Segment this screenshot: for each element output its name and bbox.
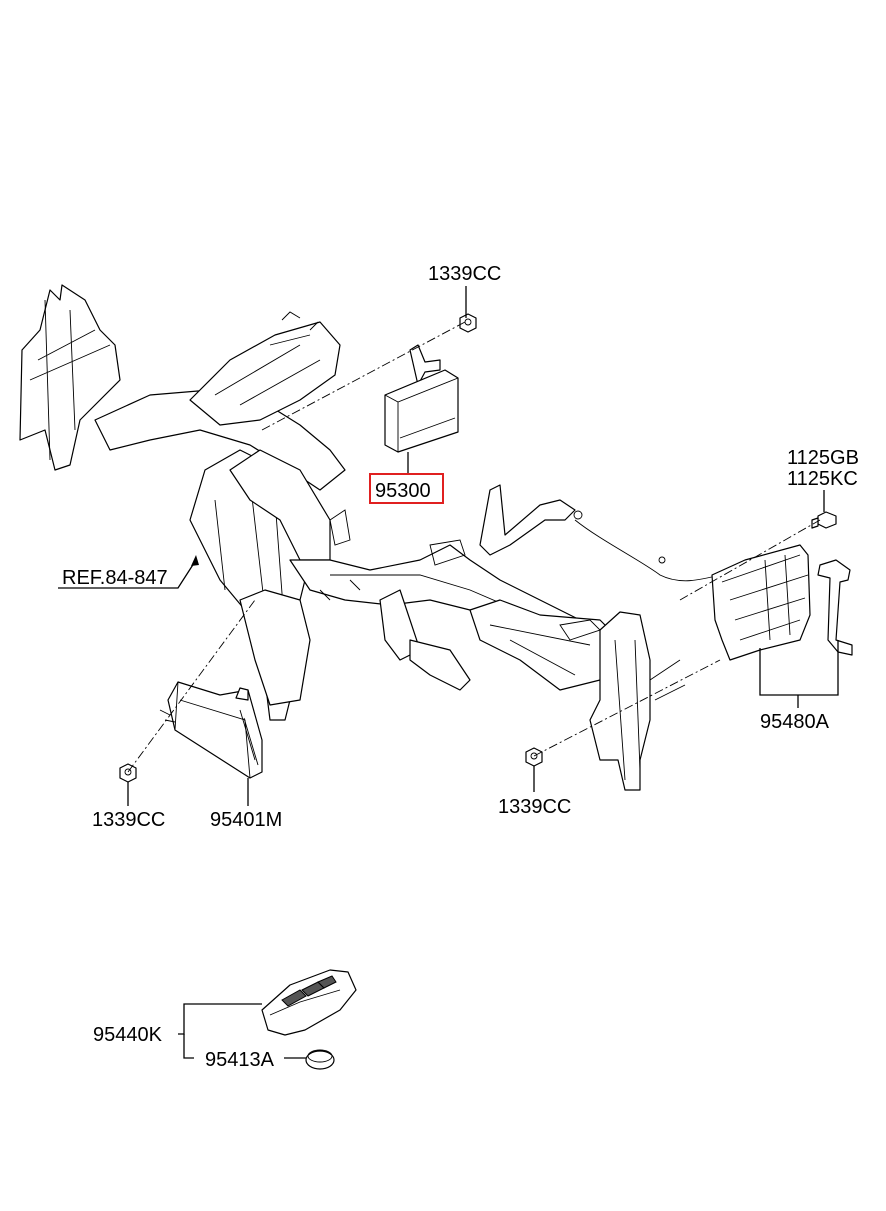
label-battery[interactable]: 95413A — [205, 1049, 275, 1071]
module-95480A — [711, 544, 853, 661]
nut-top — [459, 313, 477, 333]
highlight-box — [369, 473, 444, 504]
label-bolt-2[interactable]: 1125KC — [787, 468, 858, 490]
part-labels: 1339CC 95300 1125GB 1125KC REF.84-847 95… — [62, 263, 859, 1071]
smart-key — [261, 969, 357, 1036]
label-nut-bottom[interactable]: 1339CC — [498, 796, 571, 818]
label-module-center[interactable]: 95300 — [375, 480, 431, 502]
label-ref[interactable]: REF.84-847 — [62, 567, 168, 589]
nut-left — [119, 763, 137, 783]
label-bolt-1[interactable]: 1125GB — [787, 447, 859, 469]
guide-lines — [127, 321, 821, 773]
label-nut-top[interactable]: 1339CC — [428, 263, 501, 285]
battery — [305, 1049, 335, 1070]
leader-lines — [58, 286, 839, 1059]
label-smart-key[interactable]: 95440K — [93, 1024, 163, 1046]
bolt — [811, 511, 837, 529]
label-module-left[interactable]: 95401M — [210, 809, 282, 831]
crossmember-frame — [19, 284, 686, 791]
module-95401M — [159, 681, 263, 779]
antenna-cable — [479, 484, 721, 582]
module-95300 — [384, 344, 459, 453]
label-module-right[interactable]: 95480A — [760, 711, 830, 733]
nut-bottom — [525, 747, 543, 767]
label-nut-left[interactable]: 1339CC — [92, 809, 165, 831]
